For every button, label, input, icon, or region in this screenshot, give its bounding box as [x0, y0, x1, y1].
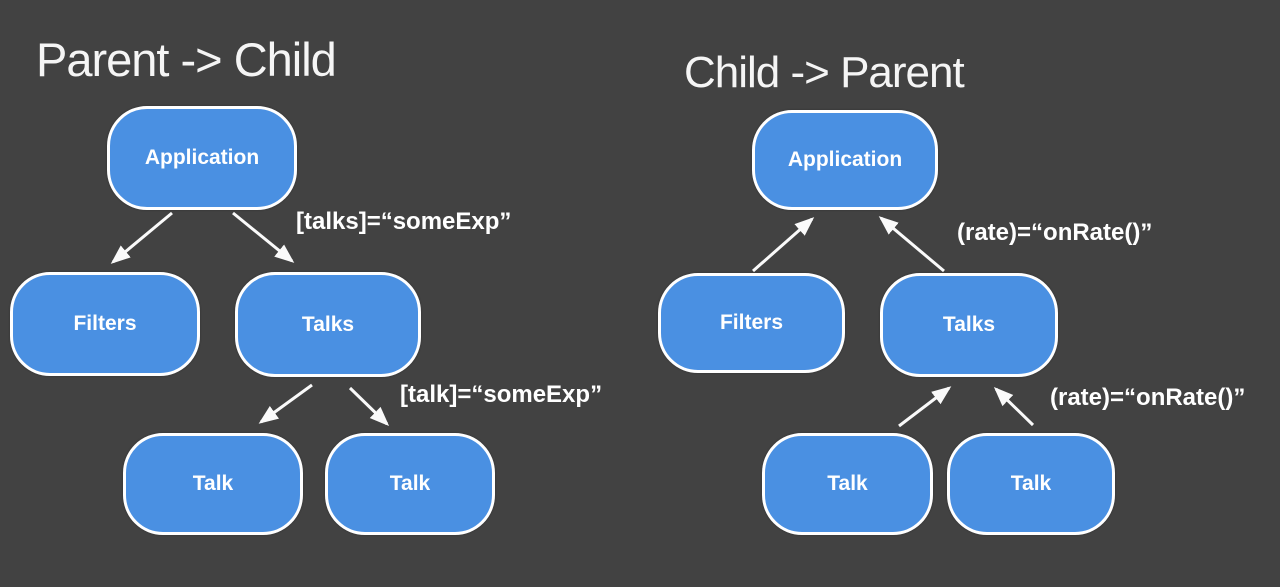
node-filters-parent-to-child: Filters [10, 272, 200, 376]
node-application-parent-to-child: Application [107, 106, 297, 210]
edge-label-child-to-parent-0: (rate)=“onRate()” [957, 219, 1153, 246]
node-application-child-to-parent: Application [752, 110, 938, 210]
edge-label-parent-to-child-1: [talk]=“someExp” [400, 381, 603, 408]
node-talks-child-to-parent: Talks [880, 273, 1058, 377]
node-talks-parent-to-child: Talks [235, 272, 421, 377]
edge-label-parent-to-child-0: [talks]=“someExp” [296, 208, 512, 235]
edge-label-child-to-parent-1: (rate)=“onRate()” [1050, 384, 1246, 411]
arrow-parent-to-child-2 [258, 383, 313, 424]
arrow-parent-to-child-0 [110, 211, 173, 264]
arrow-child-to-parent-1 [878, 216, 945, 273]
node-talk-child-to-parent: Talk [762, 433, 933, 535]
diagram-title-parent-to-child: Parent -> Child [36, 33, 337, 86]
arrow-child-to-parent-2 [898, 386, 952, 428]
arrow-child-to-parent-3 [993, 386, 1035, 427]
diagram-title-child-to-parent: Child -> Parent [684, 48, 965, 97]
node-talk-parent-to-child: Talk [325, 433, 495, 535]
node-talk-parent-to-child: Talk [123, 433, 303, 535]
node-filters-child-to-parent: Filters [658, 273, 845, 373]
arrow-parent-to-child-1 [232, 211, 295, 263]
node-talk-child-to-parent: Talk [947, 433, 1115, 535]
arrow-parent-to-child-3 [348, 386, 390, 427]
arrow-child-to-parent-0 [752, 217, 815, 273]
